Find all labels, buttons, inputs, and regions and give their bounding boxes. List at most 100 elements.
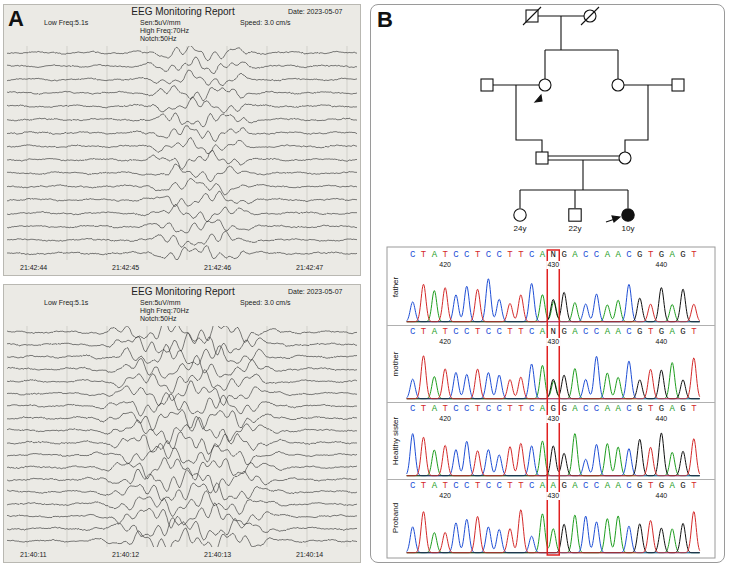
base-letter: T [691, 481, 696, 491]
base-letter: A [540, 250, 545, 260]
pedigree-individual: 24y [504, 208, 536, 236]
pedigree-line [548, 155, 619, 156]
base-letter: G [561, 327, 566, 337]
base-letter: T [518, 250, 523, 260]
base-letter [459, 404, 464, 414]
base-letter [610, 250, 615, 260]
base-letter: C [486, 327, 491, 337]
base-letter: G [659, 327, 664, 337]
base-letter: A [615, 481, 620, 491]
base-letter [664, 327, 669, 337]
position-number: 440 [655, 261, 669, 269]
eeg-trace [7, 333, 357, 355]
base-letter: T [518, 327, 523, 337]
base-letter: T [648, 481, 653, 491]
base-letter: A [572, 250, 577, 260]
base-letter [599, 404, 604, 414]
chromatogram-row: ProbandC T A T C C T C C T T C A A G A C… [388, 480, 714, 556]
base-letter: A [432, 327, 437, 337]
base-letter: C [626, 404, 631, 414]
base-letter [556, 327, 561, 337]
base-letter [513, 250, 518, 260]
base-letter: A [605, 481, 610, 491]
pedigree-line [520, 189, 628, 190]
filter-setting: High Freq:70Hz [140, 307, 189, 315]
base-peak [407, 288, 700, 322]
base-sequence: C T A T C C T C C T T C A N G A C C A A … [410, 327, 697, 338]
base-peak [407, 437, 700, 475]
time-stamp: 21:40:12 [112, 551, 139, 559]
age-label: 24y [514, 224, 527, 234]
base-sequence: C T A T C C T C C T T C A A G A C C A A … [410, 481, 697, 492]
base-letter: C [583, 327, 588, 337]
time-stamp: 21:40:14 [296, 551, 323, 559]
base-letter: C [594, 404, 599, 414]
base-letter: G [637, 250, 642, 260]
base-letter: C [464, 481, 469, 491]
base-letter [632, 481, 637, 491]
base-letter [556, 481, 561, 491]
pedigree-line [545, 49, 618, 50]
eeg-trace [7, 70, 357, 86]
base-letter: G [659, 404, 664, 414]
grid-line [187, 326, 188, 547]
base-letter [556, 250, 561, 260]
base-letter [588, 404, 593, 414]
position-number: 430 [546, 492, 560, 500]
panel-letter: A [8, 6, 24, 32]
grid-line [227, 46, 228, 260]
base-letter: T [475, 250, 480, 260]
base-letter: A [540, 481, 545, 491]
grid-line [67, 326, 68, 547]
base-letter [415, 404, 420, 414]
eeg-trace [7, 417, 357, 443]
grid-line [27, 46, 347, 260]
eeg-trace [7, 432, 357, 454]
grid-line [67, 46, 68, 260]
eeg-trace [7, 491, 357, 516]
base-letter: T [421, 404, 426, 414]
base-letter [415, 481, 420, 491]
base-letter: G [637, 404, 642, 414]
panel-letter: B [377, 7, 393, 33]
base-letter: T [475, 327, 480, 337]
base-letter: T [475, 404, 480, 414]
base-letter: A [670, 327, 675, 337]
base-peak [407, 433, 700, 476]
base-letter: G [659, 481, 664, 491]
pedigree-line [560, 16, 561, 50]
position-number: 420 [438, 261, 452, 269]
chromatogram-frame [387, 402, 715, 403]
eeg-trace [7, 191, 357, 206]
base-letter: A [605, 327, 610, 337]
base-letter: C [594, 481, 599, 491]
chromatogram-row: fatherC T A T C C T C C T T C A N G A C … [388, 249, 714, 325]
base-sequence: C T A T C C T C C T T C A N G A C C A A … [410, 250, 697, 261]
base-letter: A [432, 250, 437, 260]
base-letter [567, 404, 572, 414]
eeg-trace [7, 483, 357, 501]
base-letter: A [670, 404, 675, 414]
base-letter: G [680, 481, 685, 491]
base-letter: T [518, 481, 523, 491]
base-letter: A [432, 481, 437, 491]
eeg-trace [7, 97, 357, 113]
sample-name: Healthy sister [391, 417, 401, 465]
base-letter [653, 481, 658, 491]
base-letter [480, 250, 485, 260]
base-letter: G [659, 250, 664, 260]
base-letter [632, 250, 637, 260]
base-letter [588, 327, 593, 337]
pedigree-line [519, 190, 520, 208]
grid-line [27, 46, 28, 260]
base-letter [491, 404, 496, 414]
base-letter [642, 404, 647, 414]
base-letter [642, 481, 647, 491]
base-letter: G [561, 250, 566, 260]
base-letter [578, 327, 583, 337]
base-letter: N [551, 327, 556, 337]
report-title: EEG Monitoring Report [131, 6, 234, 18]
base-letter [469, 327, 474, 337]
base-letter [686, 250, 691, 260]
